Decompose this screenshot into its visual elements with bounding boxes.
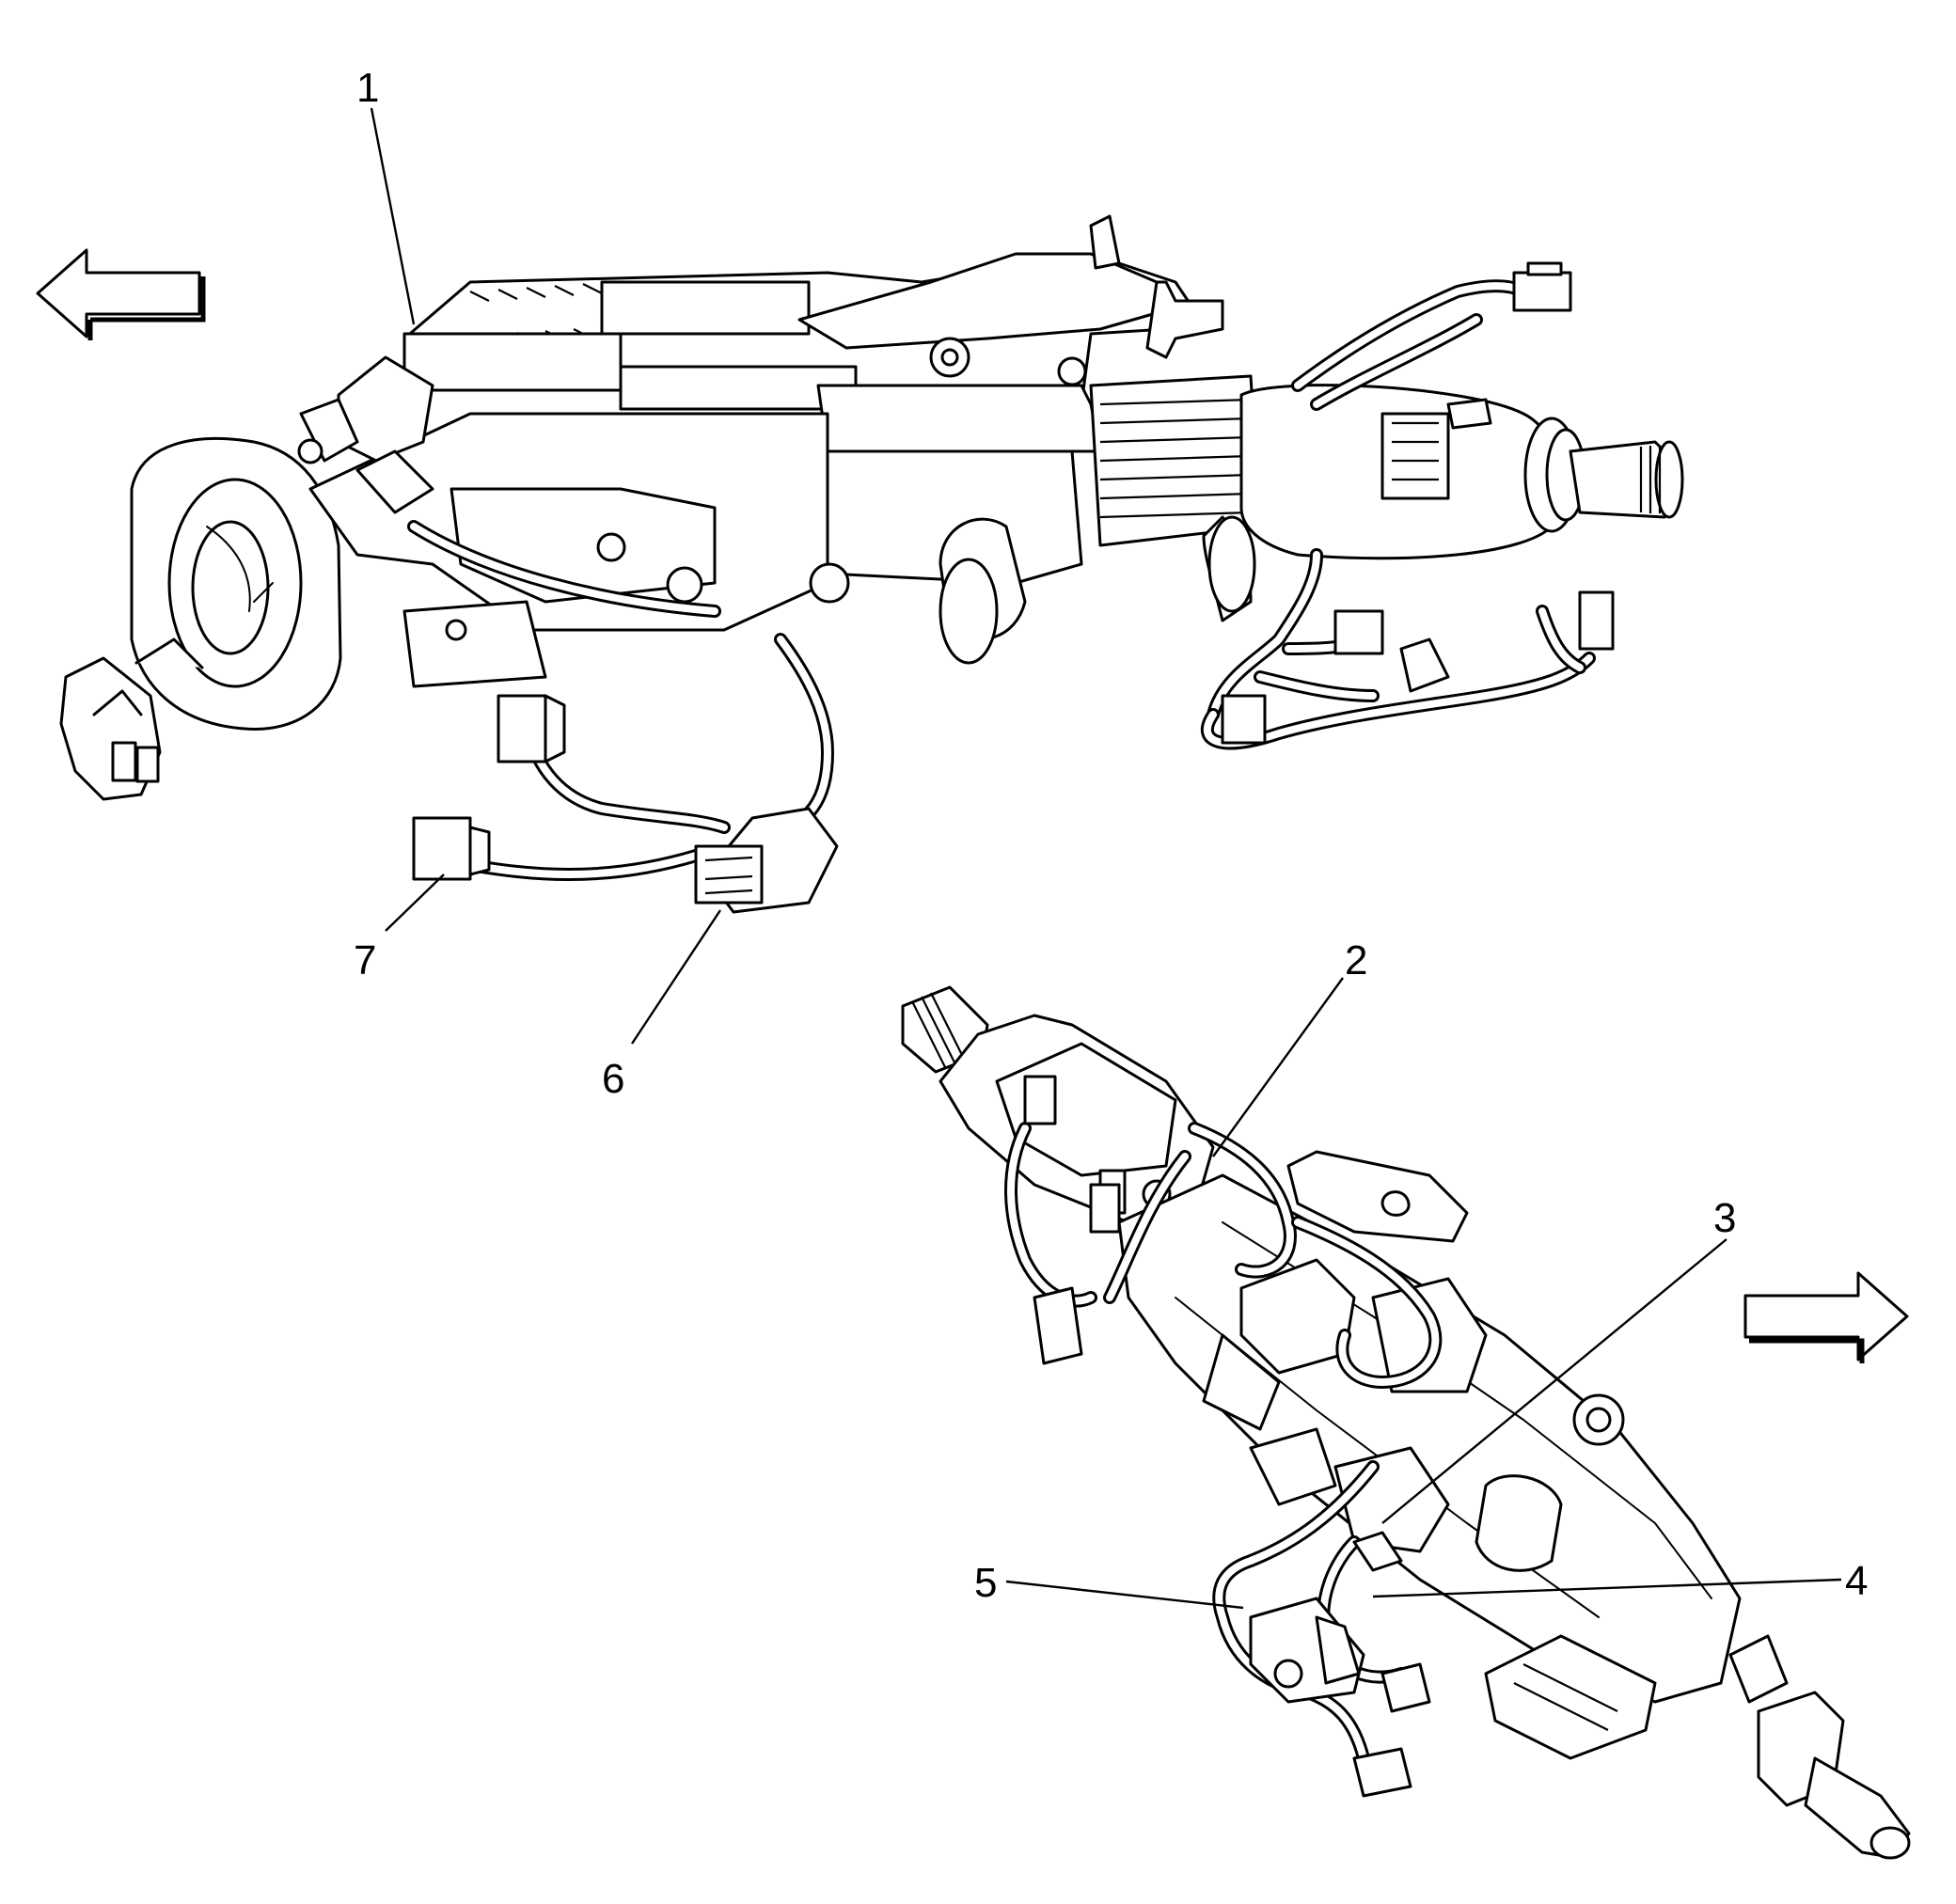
upper-column-assembly <box>59 214 1684 801</box>
leader-3 <box>1381 1238 1727 1524</box>
callout-5: 5 <box>974 1560 997 1606</box>
callout-2: 2 <box>1345 937 1367 983</box>
lower-connectors <box>1023 1075 1431 1798</box>
lower-wiring-harness <box>1004 1122 1443 1765</box>
callout-1: 1 <box>356 65 379 111</box>
lower-column-assembly <box>901 985 1911 1860</box>
callout-4: 4 <box>1845 1558 1868 1604</box>
arrow-right-icon <box>1743 1271 1909 1363</box>
leader-4 <box>1372 1578 1842 1598</box>
leader-1 <box>370 107 416 325</box>
arrow-left-icon <box>36 248 206 340</box>
callout-labels: 1 2 3 4 5 6 7 <box>354 65 1868 1606</box>
callout-7: 7 <box>354 937 376 983</box>
leader-6 <box>630 909 722 1045</box>
leader-2 <box>1212 977 1344 1157</box>
callout-6: 6 <box>602 1056 624 1102</box>
callout-3: 3 <box>1713 1195 1736 1241</box>
leader-7 <box>385 873 445 932</box>
upper-connectors <box>412 261 1615 914</box>
callout-leaders <box>370 107 1842 1610</box>
leader-5 <box>1005 1580 1244 1610</box>
